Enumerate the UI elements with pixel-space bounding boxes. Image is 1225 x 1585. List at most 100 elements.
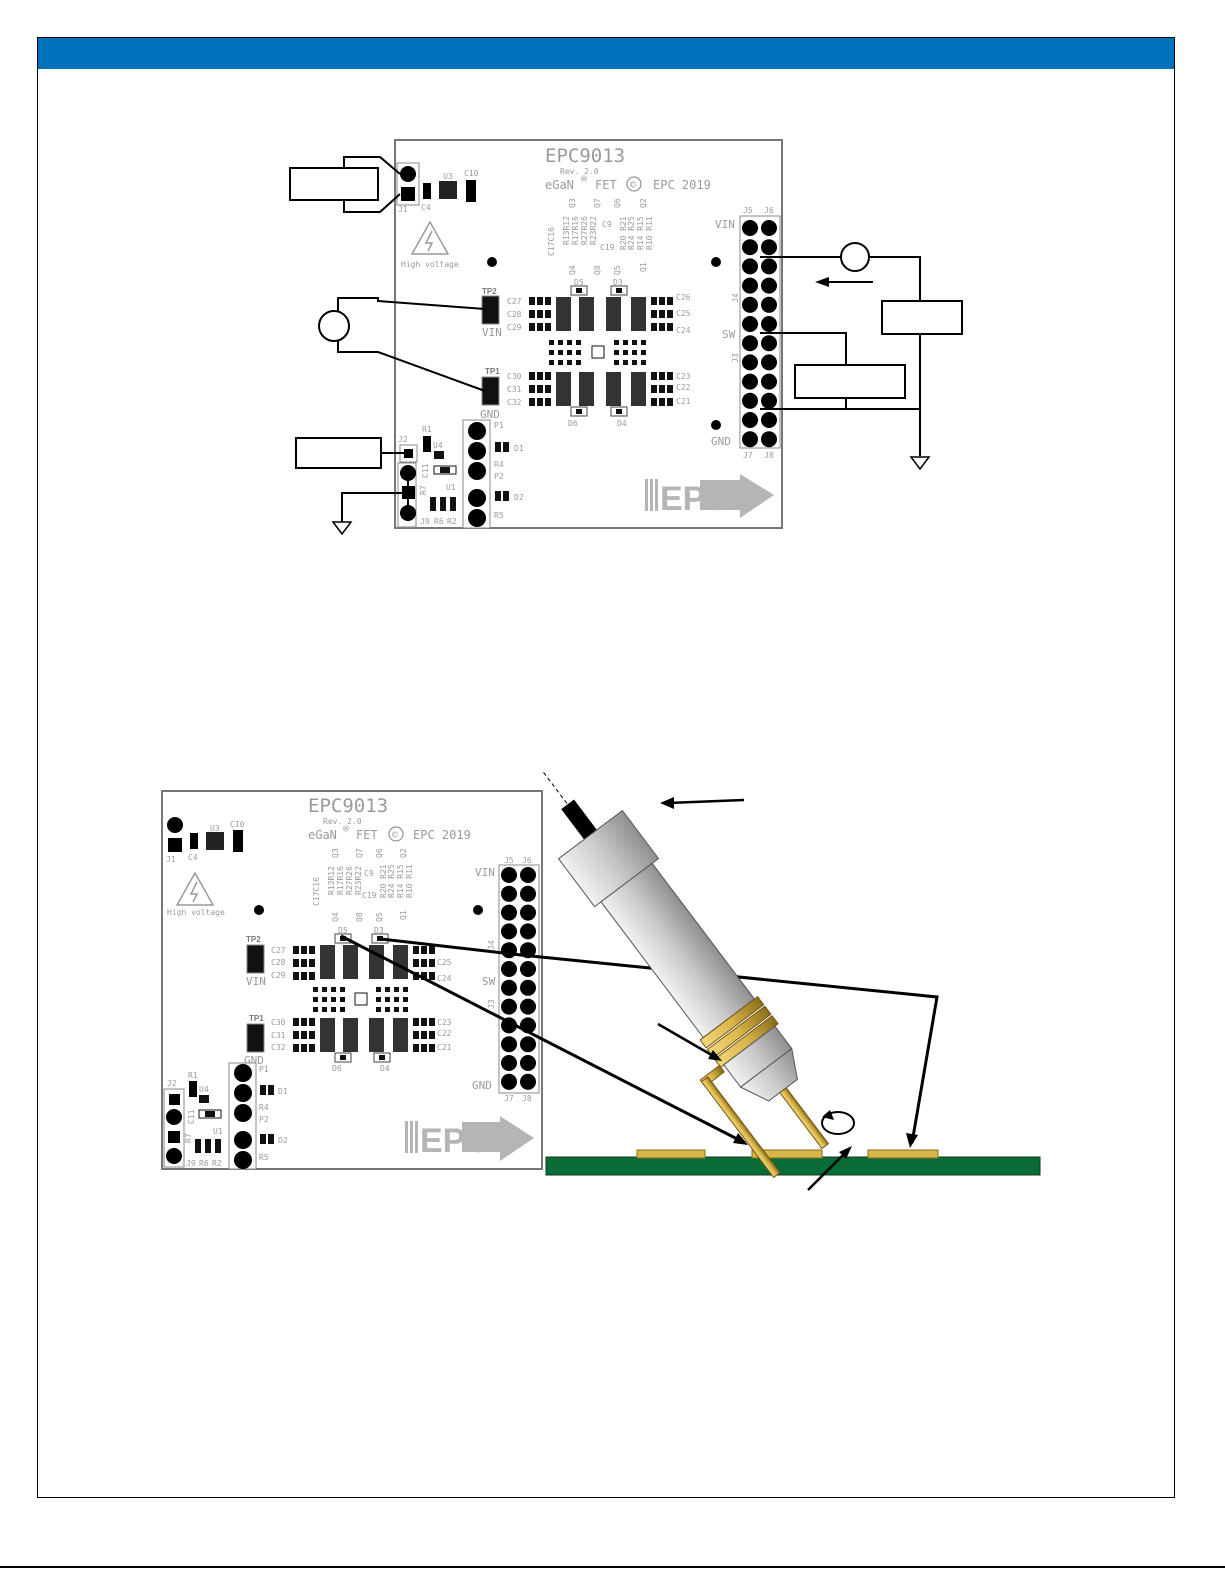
j9-pin-1	[166, 1109, 182, 1125]
header-pin	[501, 1055, 517, 1071]
board2-center-labels: C17C16 R13R12 R17R16 R27R26 R23R22 Q3 Q7…	[271, 848, 452, 1073]
d2-label: D2	[514, 493, 524, 502]
j2-j9-connector	[163, 1088, 185, 1168]
header-pin	[520, 1036, 536, 1053]
board-copyright: ©	[630, 180, 637, 191]
q2-label: Q2	[639, 198, 648, 208]
header-pin	[761, 220, 777, 236]
header-pin	[520, 904, 536, 921]
board2-c29-label: C29	[271, 971, 286, 980]
ground-symbol-icon	[909, 456, 931, 471]
board2-u3-label: U3	[210, 824, 220, 833]
rcol2c-label: R14 R15	[636, 216, 645, 250]
c10-label: C10	[464, 169, 479, 178]
loop-arrow-head-icon	[822, 1110, 834, 1120]
header-pin	[761, 354, 777, 371]
r2-label: R2	[447, 517, 457, 526]
mounting-hole	[711, 420, 721, 430]
board2-q5-label: Q5	[375, 912, 384, 922]
r1-component	[189, 1081, 197, 1097]
tp1-gnd-label: GND	[480, 408, 500, 421]
pointer-arrow	[667, 798, 745, 805]
j9-pin-2	[168, 1131, 180, 1143]
d2-component	[268, 1134, 274, 1144]
board2-r2-label: R2	[212, 1159, 222, 1168]
header-pin	[742, 335, 758, 352]
d5-label: D5	[574, 278, 584, 287]
high-voltage-warning-icon	[410, 220, 450, 255]
pointer-arrow-head-icon	[839, 1146, 852, 1159]
pcb-pad	[751, 1149, 823, 1159]
board2-j2-label: J2	[167, 1079, 177, 1088]
header-pin	[520, 998, 536, 1015]
r2-component	[450, 497, 456, 511]
r7-component	[430, 497, 436, 511]
pcb-pad	[867, 1149, 939, 1159]
r5-label: R5	[494, 511, 504, 520]
wire	[343, 193, 401, 213]
c31-label: C31	[507, 385, 522, 394]
header-pin	[742, 296, 758, 313]
board2-j4-label: J4	[487, 940, 496, 950]
board-fet: FET	[595, 178, 617, 192]
c4-component	[423, 183, 431, 199]
board2-copyright: ©	[392, 830, 399, 841]
q5-label: Q5	[613, 265, 622, 275]
header-pin	[742, 373, 758, 390]
header-pin	[742, 354, 758, 371]
c11-body	[440, 467, 450, 473]
r6-label: R6	[434, 517, 444, 526]
board2-q4-label: Q4	[331, 912, 340, 922]
pointer-arrow-head-icon	[660, 797, 674, 809]
q4-label: Q4	[568, 265, 577, 275]
d6-label: D6	[568, 419, 578, 428]
header-pin	[520, 1055, 536, 1071]
d1-component	[260, 1085, 266, 1095]
mounting-hole	[711, 257, 721, 267]
header-pin	[742, 392, 758, 409]
header-pin	[520, 885, 536, 902]
board2-c31-label: C31	[271, 1031, 286, 1040]
pointer-arrow	[657, 1022, 716, 1059]
r1-component	[423, 436, 431, 452]
header-pin	[742, 412, 758, 428]
c19-label: C19	[600, 243, 615, 252]
capacitor-bank	[529, 297, 673, 406]
c32-label: C32	[507, 398, 522, 407]
p1-label: P1	[494, 421, 504, 430]
board2-d4-label: D4	[380, 1064, 390, 1073]
board2-r5-label: R5	[259, 1153, 269, 1162]
voltmeter-icon	[318, 310, 350, 342]
u4-label: U4	[433, 441, 443, 450]
tp1-test-point	[246, 1023, 265, 1053]
header-pin	[520, 979, 536, 996]
p-header-pins-2	[234, 1064, 252, 1169]
board2-j5-label: J5	[504, 856, 514, 865]
header-pin	[501, 961, 517, 977]
load-box	[794, 364, 906, 399]
minimize-loop-icon	[821, 1111, 855, 1135]
board2-j6-label: J6	[522, 856, 532, 865]
board2-c23-label: C23	[437, 1018, 452, 1027]
pointer-arrow-head-icon	[708, 1050, 722, 1061]
header-pin	[501, 1073, 517, 1090]
board2-u1-label: U1	[213, 1127, 223, 1136]
board2-c16-label: C17C16	[312, 877, 321, 906]
power-header-outline-2	[498, 864, 540, 1094]
q7-label: Q7	[593, 198, 602, 208]
board2-c22-label: C22	[437, 1029, 452, 1038]
wire	[341, 492, 406, 522]
c11-label: C11	[421, 463, 430, 478]
header-pin	[520, 1073, 536, 1090]
header-pin	[761, 296, 777, 313]
header-vin-label: VIN	[715, 218, 735, 231]
c24-label: C24	[676, 326, 691, 335]
d2-component	[495, 491, 501, 501]
wire	[337, 341, 486, 392]
center-component-labels: C17C16 R13R12 R17R16 R27R26 R23R22 Q3 Q7…	[547, 198, 654, 428]
header-pin	[501, 942, 517, 959]
mounting-hole	[487, 257, 497, 267]
board2-c24-label: C24	[437, 974, 452, 983]
rcol1b-label: R17R16	[571, 216, 580, 245]
board-reg-mark: ®	[581, 174, 588, 185]
